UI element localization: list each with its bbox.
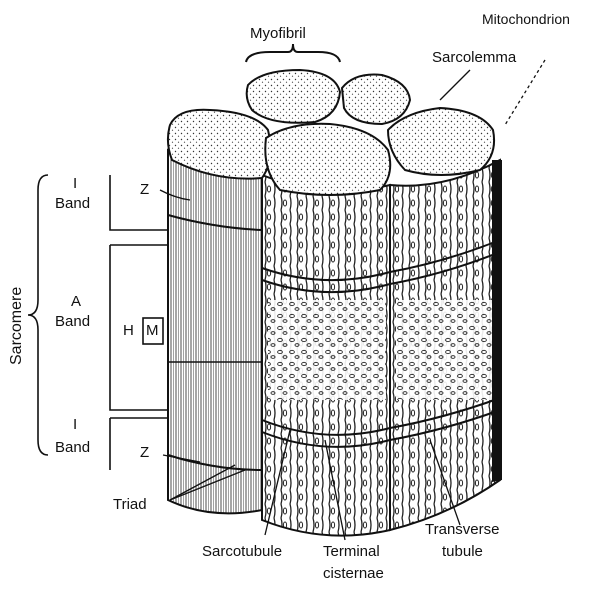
sarcotubule-label: Sarcotubule: [202, 544, 282, 559]
terminal-cisternae-label-2: cisternae: [323, 566, 384, 581]
i-band-top-label-1: I: [73, 176, 77, 191]
mitochondrion-label: Mitochondrion: [482, 12, 570, 26]
transverse-tubule-label-2: tubule: [442, 544, 483, 559]
h-label: H: [123, 323, 134, 338]
z-top-label: Z: [140, 182, 149, 197]
m-label: M: [146, 323, 159, 338]
myofibril-brace: [246, 44, 340, 62]
sarcolemma-label: Sarcolemma: [432, 50, 516, 65]
i-band-top-label-2: Band: [55, 196, 90, 211]
i-band-bottom-label-2: Band: [55, 440, 90, 455]
sarcomere-label: Sarcomere: [8, 287, 26, 365]
z-bottom-label: Z: [140, 445, 149, 460]
terminal-cisternae-label-1: Terminal: [323, 544, 380, 559]
myofibril-label: Myofibril: [250, 26, 306, 41]
fiber-front-mesh: [262, 175, 390, 536]
a-band-label-1: A: [71, 294, 81, 309]
fiber-side-right: [390, 160, 502, 530]
transverse-tubule-label-1: Transverse: [425, 522, 499, 537]
triad-label: Triad: [113, 497, 147, 512]
myofibril-tops: [168, 70, 494, 195]
a-band-label-2: Band: [55, 314, 90, 329]
i-band-bottom-label-1: I: [73, 417, 77, 432]
